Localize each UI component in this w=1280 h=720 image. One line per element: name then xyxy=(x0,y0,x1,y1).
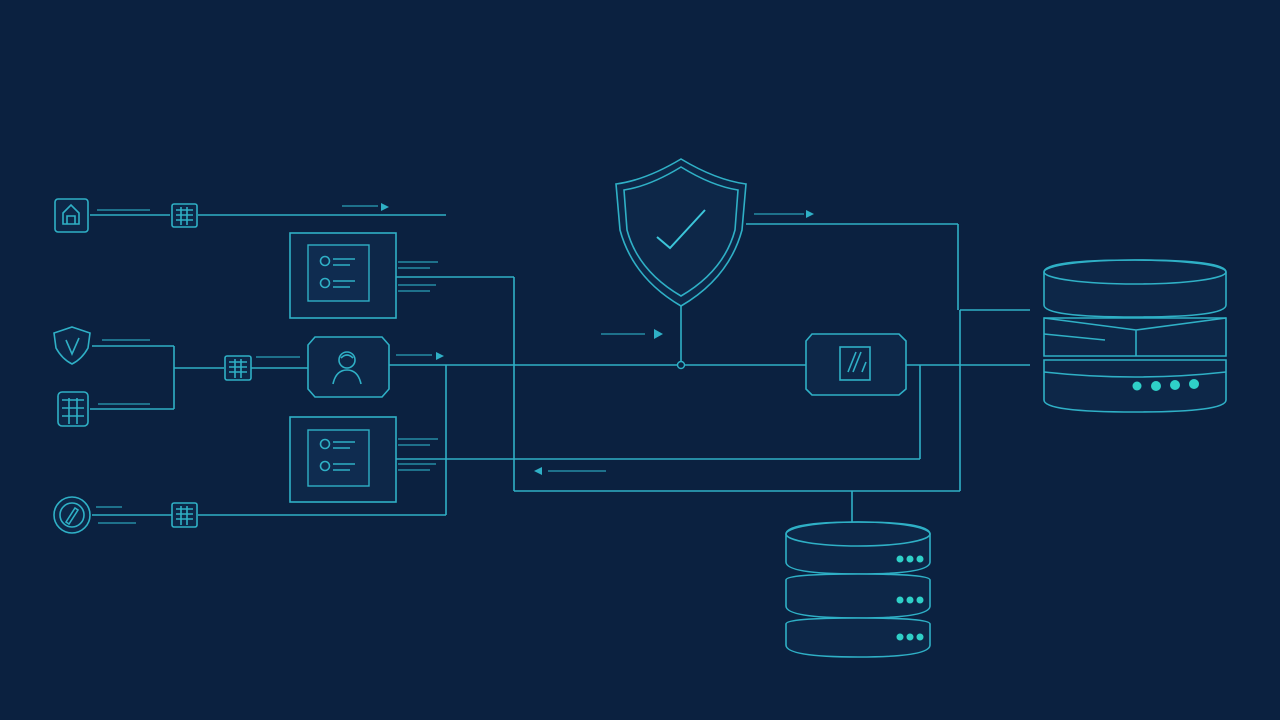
database-icon xyxy=(785,521,931,658)
arrow-markers xyxy=(381,203,814,475)
server-stack-icon xyxy=(1043,259,1227,413)
grid-node-bottom xyxy=(171,502,198,528)
checklist-panel-top xyxy=(289,232,397,319)
house-icon xyxy=(54,198,89,233)
shield-check-icon xyxy=(615,158,747,307)
document-icon xyxy=(805,333,907,396)
connections xyxy=(90,214,1030,522)
checklist-panel-bottom xyxy=(289,416,397,503)
grid-node-top xyxy=(171,203,198,228)
label-strokes xyxy=(96,205,804,524)
grid-node-mid xyxy=(224,355,252,381)
user-icon xyxy=(307,336,390,398)
compass-icon xyxy=(53,496,91,534)
shield-icon xyxy=(53,326,91,365)
calculator-icon xyxy=(57,391,89,427)
